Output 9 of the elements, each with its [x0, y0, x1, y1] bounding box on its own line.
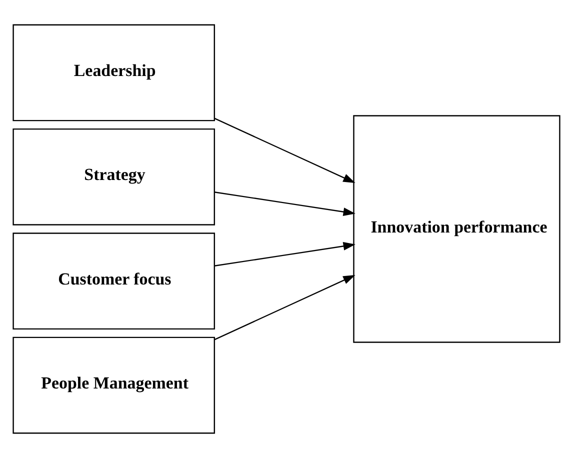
arrow — [214, 118, 356, 183]
node-box: People Management — [12, 336, 216, 434]
node-box: Customer focus — [12, 232, 216, 330]
node-box: Strategy — [12, 128, 216, 226]
arrow — [214, 242, 356, 266]
node-box: Leadership — [12, 24, 216, 122]
arrow — [214, 192, 356, 216]
arrow — [214, 275, 356, 340]
node-box: Innovation performance — [353, 115, 560, 343]
